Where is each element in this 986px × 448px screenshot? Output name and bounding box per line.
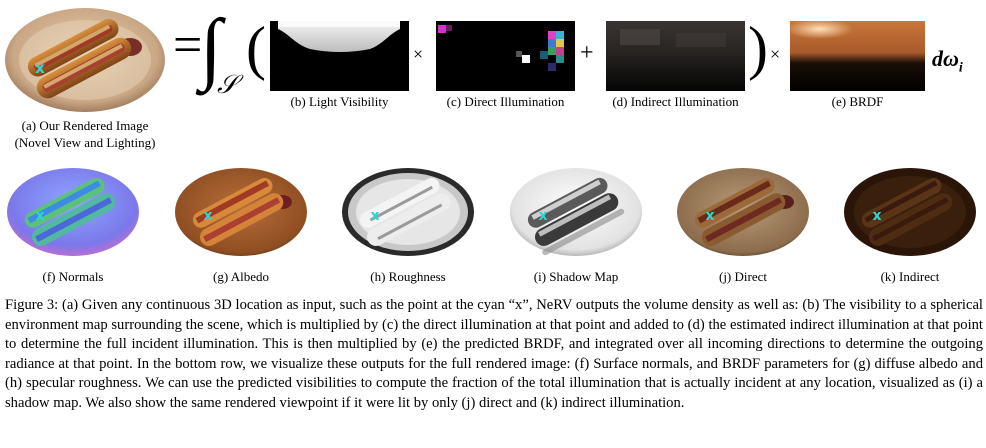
times-sign-1: ×	[413, 44, 424, 64]
direct-image: x	[677, 168, 809, 256]
light-visibility-map	[270, 21, 409, 91]
differential-omega: dωi	[932, 46, 963, 76]
cyan-x-marker: x	[872, 208, 881, 224]
shadow-map-image: x	[510, 168, 642, 256]
differential-omega-sub: i	[958, 60, 963, 76]
equals-sign: =	[173, 17, 203, 74]
cyan-x-marker: x	[203, 208, 212, 224]
rendered-image: x	[5, 8, 165, 112]
plus-sign: +	[580, 40, 594, 66]
integral-sign: ∫	[200, 4, 222, 92]
label-c: (c) Direct Illumination	[446, 94, 565, 109]
differential-omega-main: dω	[932, 46, 959, 71]
normals-image: x	[7, 168, 139, 256]
label-k: (k) Indirect	[880, 269, 940, 284]
label-d: (d) Indirect Illumination	[612, 94, 739, 109]
cyan-x-marker: x	[705, 208, 714, 224]
indirect-image: x	[844, 168, 976, 256]
roughness-image: x	[342, 168, 474, 256]
label-e: (e) BRDF	[831, 94, 884, 109]
cyan-x-marker: x	[35, 208, 44, 224]
integral-subscript: 𝒮	[217, 70, 238, 99]
indirect-illumination-map	[606, 21, 745, 91]
figure-caption: Figure 3: (a) Given any continuous 3D lo…	[5, 297, 983, 411]
cyan-x-marker: x	[35, 59, 45, 77]
label-f: (f) Normals	[42, 269, 104, 284]
cyan-x-marker: x	[538, 208, 547, 224]
albedo-image: x	[175, 168, 307, 256]
brdf-map	[790, 21, 925, 91]
label-rendered-line2: (Novel View and Lighting)	[14, 135, 156, 150]
label-j: (j) Direct	[718, 269, 767, 284]
label-rendered-line1: (a) Our Rendered Image	[21, 118, 149, 133]
label-h: (h) Roughness	[370, 269, 446, 284]
cyan-x-marker: x	[370, 208, 379, 224]
open-paren: (	[246, 15, 266, 81]
label-b: (b) Light Visibility	[290, 94, 389, 109]
label-i: (i) Shadow Map	[533, 269, 619, 284]
times-sign-2: ×	[770, 44, 781, 64]
label-g: (g) Albedo	[213, 269, 269, 284]
close-paren: )	[748, 15, 768, 81]
direct-illumination-map	[436, 21, 575, 91]
